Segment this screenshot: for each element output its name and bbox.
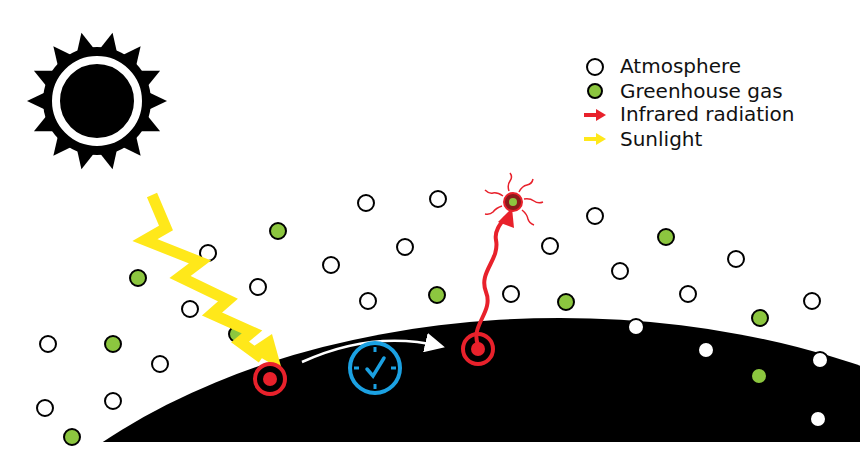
sun <box>27 33 167 169</box>
excited-molecule <box>485 173 543 225</box>
infrared-arrow <box>476 208 514 345</box>
earth <box>0 318 860 442</box>
legend-swatch <box>587 83 603 99</box>
legend-label: Infrared radiation <box>620 103 795 125</box>
absorption-point <box>255 364 285 394</box>
legend-label: Atmosphere <box>620 55 741 77</box>
atmosphere-molecules <box>37 191 828 427</box>
greenhouse-molecules <box>64 223 768 445</box>
clock-icon <box>350 343 400 393</box>
legend-samples <box>584 59 606 145</box>
legend-label: Sunlight <box>620 128 702 150</box>
sunlight-arrow <box>145 195 282 370</box>
legend-label: Greenhouse gas <box>620 80 783 102</box>
